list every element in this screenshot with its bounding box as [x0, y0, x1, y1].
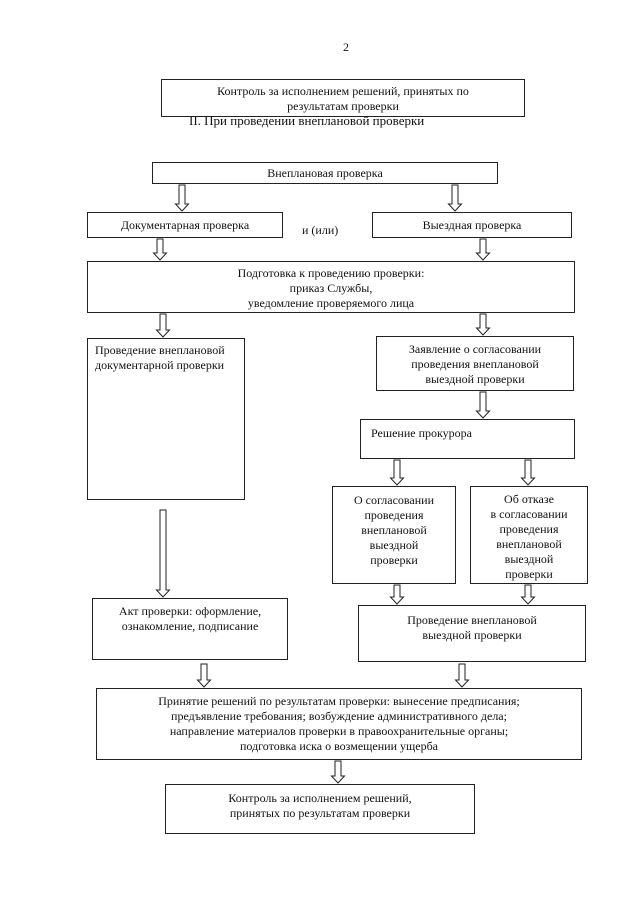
onsite-check-box: Выездная проверка	[372, 212, 572, 238]
refusal-line: выездной	[504, 552, 554, 566]
refusal-line: в согласовании	[490, 507, 568, 521]
control-final-line: Контроль за исполнением решений,	[228, 791, 412, 805]
down-arrow-icon	[454, 663, 470, 688]
down-arrow-icon	[389, 584, 405, 605]
and-or-label: и (или)	[302, 223, 339, 237]
documentary-check-box: Документарная проверка	[87, 212, 283, 238]
down-arrow-icon	[475, 313, 491, 336]
decisions-line: подготовка иска о возмещении ущерба	[240, 739, 438, 753]
approval-line: проверки	[370, 553, 418, 567]
inspection-act-box: Акт проверки: оформление,ознакомление, п…	[92, 598, 288, 660]
approval-line: выездной	[369, 538, 419, 552]
section-title: II. При проведении внеплановой проверки	[189, 113, 425, 128]
control-box-top-text: Контроль за исполнением решений, приняты…	[162, 80, 524, 114]
application-line: выездной проверки	[425, 372, 525, 386]
decisions-line: предъявление требования; возбуждение адм…	[171, 709, 507, 723]
preparation-text: Подготовка к проведению проверки:приказ …	[88, 262, 574, 311]
prosecutor-decision-text: Решение прокурора	[361, 420, 574, 441]
decisions-box: Принятие решений по результатам проверки…	[96, 688, 582, 760]
down-arrow-icon	[152, 238, 168, 261]
decisions-text: Принятие решений по результатам проверки…	[97, 689, 581, 754]
page-number: 2	[343, 40, 349, 54]
refusal-line: проведения	[499, 522, 559, 536]
control-box-top: Контроль за исполнением решений, приняты…	[161, 79, 525, 117]
onsite-check-label: Выездная проверка	[422, 218, 522, 232]
conduct-onsite-line: выездной проверки	[422, 628, 522, 642]
conduct-doc-line: документарной проверки	[95, 358, 225, 372]
decisions-line: Принятие решений по результатам проверки…	[158, 694, 520, 708]
onsite-check-text: Выездная проверка	[373, 213, 571, 233]
approval-line: проведения	[364, 508, 424, 522]
down-arrow-icon	[196, 663, 212, 688]
refusal-line: внеплановой	[496, 537, 562, 551]
down-arrow-icon	[475, 391, 491, 419]
down-arrow-icon	[389, 459, 405, 486]
down-arrow-icon	[330, 760, 346, 784]
decisions-line: направление материалов проверки в правоо…	[169, 724, 509, 738]
act-line: ознакомление, подписание	[121, 619, 259, 633]
control-box-final: Контроль за исполнением решений,принятых…	[165, 784, 475, 834]
down-arrow-icon	[155, 509, 171, 598]
down-arrow-icon	[174, 184, 190, 212]
down-arrow-icon	[475, 238, 491, 261]
application-line: проведения внеплановой	[411, 357, 539, 371]
application-line: Заявление о согласовании	[408, 342, 542, 356]
preparation-line: приказ Службы,	[289, 281, 373, 295]
control-box-final-text: Контроль за исполнением решений,принятых…	[166, 785, 474, 821]
prosecutor-decision-label: Решение прокурора	[371, 426, 472, 440]
documentary-check-label: Документарная проверка	[120, 218, 250, 232]
conduct-doc-line: Проведение внеплановой	[95, 343, 225, 357]
unscheduled-check-text: Внеплановая проверка	[153, 163, 497, 181]
control-final-line: принятых по результатам проверки	[229, 806, 411, 820]
top-box-line: результатам проверки	[287, 99, 399, 113]
down-arrow-icon	[520, 459, 536, 486]
act-line: Акт проверки: оформление,	[118, 604, 262, 618]
approval-line: внеплановой	[361, 523, 427, 537]
top-box-line: Контроль за исполнением решений, приняты…	[217, 84, 469, 98]
down-arrow-icon	[447, 184, 463, 212]
down-arrow-icon	[520, 584, 536, 605]
prosecutor-decision-box: Решение прокурора	[360, 419, 575, 459]
preparation-line: уведомление проверяемого лица	[247, 296, 415, 310]
preparation-box: Подготовка к проведению проверки:приказ …	[87, 261, 575, 313]
approval-line: О согласовании	[353, 493, 435, 507]
unscheduled-check-box: Внеплановая проверка	[152, 162, 498, 184]
conduct-onsite-line: Проведение внеплановой	[407, 613, 537, 627]
unscheduled-check-label: Внеплановая проверка	[267, 166, 383, 180]
inspection-act-text: Акт проверки: оформление,ознакомление, п…	[93, 599, 287, 634]
down-arrow-icon	[155, 313, 171, 338]
documentary-check-text: Документарная проверка	[88, 213, 282, 233]
preparation-line: Подготовка к проведению проверки:	[237, 266, 425, 280]
refusal-line: проверки	[505, 567, 553, 581]
refusal-line: Об отказе	[504, 492, 554, 506]
